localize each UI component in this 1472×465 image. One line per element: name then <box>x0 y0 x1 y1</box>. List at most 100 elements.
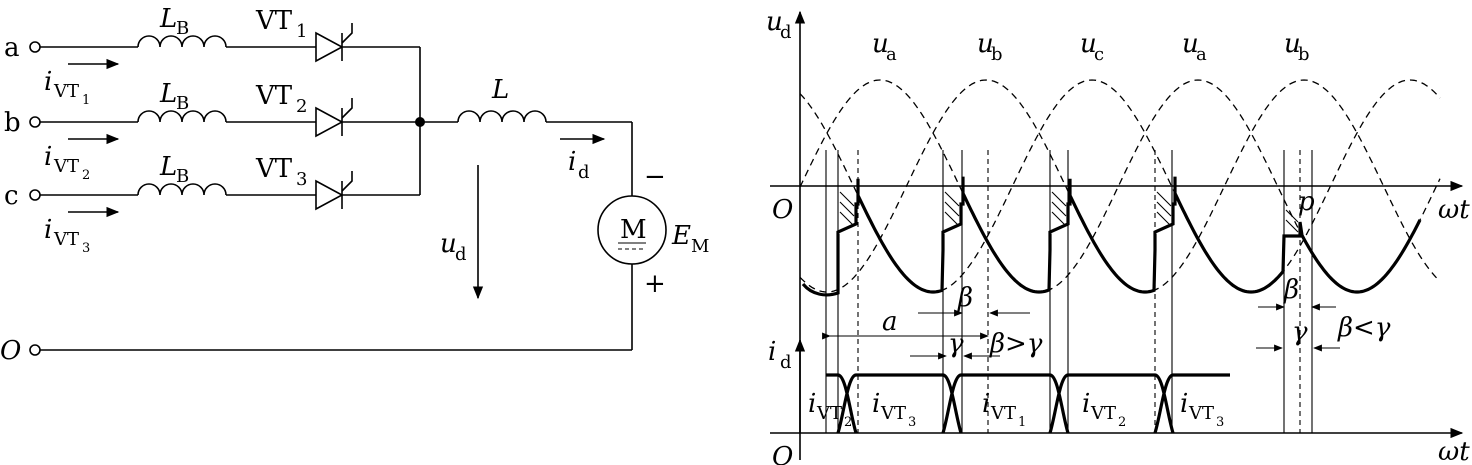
svg-text:VT: VT <box>1188 403 1214 424</box>
line-inductor-2 <box>137 110 227 123</box>
svg-text:b: b <box>1298 44 1310 65</box>
motor-plus: + <box>644 269 666 299</box>
svg-text:2: 2 <box>1118 415 1126 430</box>
thyristor-label-1: VT <box>255 6 293 36</box>
svg-text:B: B <box>176 18 189 39</box>
svg-text:VT: VT <box>53 229 79 250</box>
phase-a-voltage <box>799 79 1441 293</box>
svg-text:B: B <box>176 166 189 187</box>
phase-current-label-3: i <box>44 215 52 245</box>
id-label: i <box>568 147 576 177</box>
commutation-3 <box>1051 191 1067 227</box>
alpha-label: a <box>882 307 898 337</box>
svg-text:i: i <box>872 389 880 419</box>
svg-text:i: i <box>1180 389 1188 419</box>
commutation-1 <box>839 191 855 227</box>
svg-text:VT: VT <box>53 81 79 102</box>
commutation-4 <box>1156 191 1172 227</box>
ud-axis-label: u <box>766 7 783 37</box>
svg-text:2: 2 <box>82 168 90 183</box>
terminal-c <box>29 189 41 201</box>
terminal-b <box>29 116 41 128</box>
svg-text:i: i <box>982 389 990 419</box>
line-inductor-3 <box>137 183 227 196</box>
svg-text:3: 3 <box>908 415 916 430</box>
svg-text:b: b <box>991 44 1003 65</box>
thyristor-1 <box>315 31 344 63</box>
thyristor-label-2: VT <box>255 81 293 111</box>
svg-text:VT: VT <box>53 156 79 177</box>
svg-text:i: i <box>808 389 816 419</box>
emf-label: E <box>671 221 691 251</box>
phase-label-5: u <box>1284 29 1301 59</box>
origin-top: O <box>772 195 793 225</box>
thyristor-3 <box>315 179 344 211</box>
svg-text:VT: VT <box>990 403 1016 424</box>
guide-lines <box>825 150 1313 433</box>
phase-c-voltage <box>799 79 1441 293</box>
svg-text:3: 3 <box>82 241 90 256</box>
terminal-a <box>29 41 41 53</box>
svg-text:d: d <box>780 22 792 43</box>
gamma2-label: γ <box>1292 317 1308 347</box>
svg-text:a: a <box>1196 44 1207 65</box>
svg-text:B: B <box>176 93 189 114</box>
svg-text:VT: VT <box>816 403 842 424</box>
phase-current-label-2: i <box>44 142 52 172</box>
load-inductor-label: L <box>491 75 509 105</box>
svg-text:3: 3 <box>296 169 307 190</box>
svg-text:2: 2 <box>296 96 307 117</box>
line-inductor-1 <box>137 35 227 48</box>
phase-current-label-1: i <box>44 67 52 97</box>
svg-text:VT: VT <box>880 403 906 424</box>
wt-label-top: ωt <box>1438 195 1470 225</box>
wt-label-bottom: ωt <box>1438 437 1470 465</box>
svg-text:i: i <box>1082 389 1090 419</box>
svg-text:3: 3 <box>1216 415 1224 430</box>
gate-lead-3 <box>341 171 353 192</box>
motor-minus: − <box>644 162 666 192</box>
thyristor-2 <box>315 106 344 138</box>
inductor-label-3: L <box>159 152 177 182</box>
svg-text:d: d <box>455 244 467 265</box>
gate-lead-1 <box>341 23 353 44</box>
gate-lead-2 <box>341 98 353 119</box>
terminal-c-label: c <box>4 181 19 211</box>
thyristor-label-3: VT <box>255 154 293 184</box>
point-p-label: p <box>1298 187 1315 217</box>
inductor-label-2: L <box>159 79 177 109</box>
gamma-label: γ <box>948 329 964 359</box>
ud-label: u <box>440 229 457 259</box>
svg-text:2: 2 <box>844 415 852 430</box>
svg-text:1: 1 <box>1018 415 1026 430</box>
phase-label-4: u <box>1182 29 1199 59</box>
inductor-label-1: L <box>159 4 177 34</box>
load-current-id <box>826 373 1230 434</box>
origin-bottom: O <box>772 442 793 465</box>
svg-text:d: d <box>780 352 792 373</box>
phase-label-1: u <box>872 29 889 59</box>
phase-label-3: u <box>1080 29 1097 59</box>
svg-text:M: M <box>691 236 709 257</box>
svg-text:d: d <box>578 162 590 183</box>
terminal-a-label: a <box>4 33 20 63</box>
svg-text:VT: VT <box>1090 403 1116 424</box>
motor-letter: M <box>620 215 647 245</box>
beta2-label: β <box>1283 275 1299 305</box>
terminal-o <box>29 344 41 356</box>
commutation-details <box>839 191 1299 233</box>
load-inductor <box>457 110 547 123</box>
